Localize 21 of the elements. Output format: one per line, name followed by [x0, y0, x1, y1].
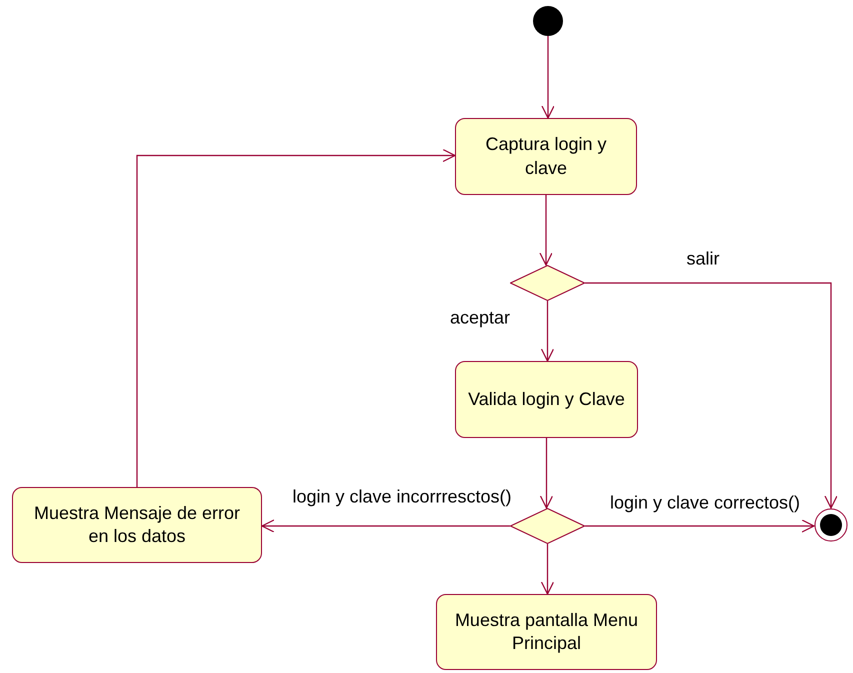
- arrow: [136, 148, 456, 487]
- activity-label: Muestra Mensaje de error en los datos: [32, 502, 242, 548]
- activity-label: Captura login y clave: [484, 133, 608, 180]
- arrow: [261, 519, 510, 533]
- arrow: [541, 36, 555, 119]
- activity-label: Valida login y Clave: [468, 388, 625, 411]
- activity-box: [455, 118, 637, 195]
- arrow: [540, 544, 554, 595]
- decision-diamond: [510, 508, 585, 544]
- decision-diamond: [510, 265, 585, 301]
- activity-box: [12, 487, 262, 563]
- arrow: [540, 301, 554, 362]
- arrow: [540, 438, 554, 509]
- arrow: [539, 195, 553, 266]
- activity-box: [455, 361, 638, 438]
- arrow: [585, 282, 838, 509]
- arrow: [585, 519, 815, 533]
- activity-label: Muestra pantalla Menu Principal: [454, 608, 640, 655]
- initial-node: [533, 6, 563, 36]
- activity-box: [436, 594, 657, 670]
- final-node: [814, 508, 848, 542]
